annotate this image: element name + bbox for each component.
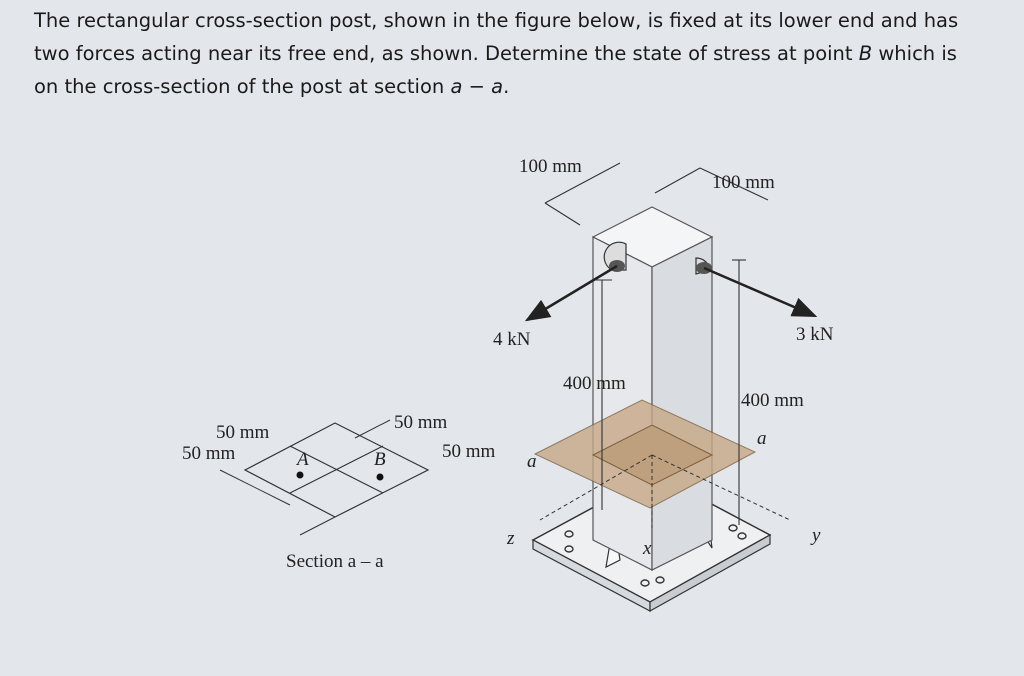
height-label-front: 400 mm (563, 373, 626, 394)
section-diagram (219, 419, 430, 536)
point-b-label: B (374, 449, 386, 470)
problem-line-1: The rectangular cross-section post, show… (34, 9, 959, 32)
axis-z-label: z (507, 528, 515, 549)
axis-y-label: y (812, 525, 821, 546)
point-b-marker (376, 473, 384, 481)
section-caption: Section a – a (286, 551, 384, 572)
dimension-lines (544, 162, 769, 525)
problem-line-2-tail: which is (872, 42, 957, 65)
height-label-right: 400 mm (741, 390, 804, 411)
section-mark-left: a (527, 451, 537, 472)
problem-line-2-text: two forces acting near its free end, as … (34, 42, 859, 65)
axis-x-label: x (643, 538, 652, 559)
problem-line-3: on the cross-section of the post at sect… (34, 70, 1004, 103)
point-b-ref: B (858, 42, 873, 65)
section-dim-a: 50 mm (216, 422, 270, 443)
point-a-label: A (297, 449, 309, 470)
force-label-left: 4 kN (493, 329, 531, 350)
dim-top-left: 100 mm (519, 156, 582, 177)
problem-statement: The rectangular cross-section post, show… (34, 4, 1004, 103)
problem-line-3-tail: . (503, 75, 510, 98)
section-ref: a − a (450, 75, 504, 98)
section-dim-c: 50 mm (394, 412, 448, 433)
bolt-holes (564, 524, 747, 587)
problem-line-3-text: on the cross-section of the post at sect… (34, 75, 451, 98)
force-arrow-3kn (703, 266, 818, 318)
dim-top-right: 100 mm (712, 172, 775, 193)
force-arrow-4kn (524, 264, 618, 322)
section-dim-b: 50 mm (182, 443, 236, 464)
section-plane (533, 399, 757, 509)
problem-line-2: two forces acting near its free end, as … (34, 37, 1004, 70)
section-dim-d: 50 mm (442, 441, 496, 462)
force-label-right: 3 kN (796, 324, 834, 345)
section-mark-right: a (757, 428, 767, 449)
axes (539, 454, 791, 528)
point-a-marker (296, 471, 304, 479)
